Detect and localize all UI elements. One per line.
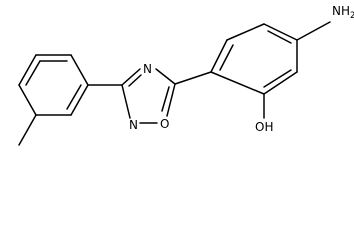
- hydroxyl-label: OH: [255, 120, 273, 134]
- amine-subscript: 2: [350, 11, 354, 21]
- amine-text: NH: [332, 4, 350, 18]
- bond: [155, 68, 176, 85]
- amine-label: NH2: [332, 4, 354, 21]
- bond: [263, 23, 298, 41]
- oxadiazole-ring: [121, 68, 176, 124]
- molecule-structure: NH2 OH N N O: [18, 4, 354, 146]
- bond: [121, 68, 141, 86]
- ring-n-bottom-label: N: [129, 118, 138, 132]
- double-bond-inner: [25, 60, 41, 86]
- ring-n-top-label: N: [143, 62, 152, 76]
- methyl-bond: [18, 114, 37, 146]
- double-bond-inner: [161, 86, 170, 112]
- bond: [70, 84, 89, 116]
- ring-o-label: O: [160, 117, 169, 131]
- bond: [210, 71, 265, 95]
- aminophenol-ring: [210, 23, 298, 95]
- bond: [70, 54, 89, 86]
- double-bond-inner: [128, 74, 142, 87]
- double-bond-inner: [219, 44, 234, 71]
- tolyl-ring: [18, 54, 89, 116]
- amine-bond: [296, 21, 331, 41]
- double-bond-inner: [66, 84, 82, 110]
- bond: [121, 84, 131, 119]
- oxadiazole-aryl-bond: [174, 71, 212, 85]
- bond: [18, 84, 37, 116]
- double-bond-inner: [263, 69, 292, 88]
- bond: [166, 83, 176, 117]
- bond: [263, 71, 298, 95]
- double-bond-inner: [267, 30, 292, 44]
- bond: [18, 54, 37, 86]
- bond: [226, 23, 265, 41]
- bond: [210, 39, 228, 73]
